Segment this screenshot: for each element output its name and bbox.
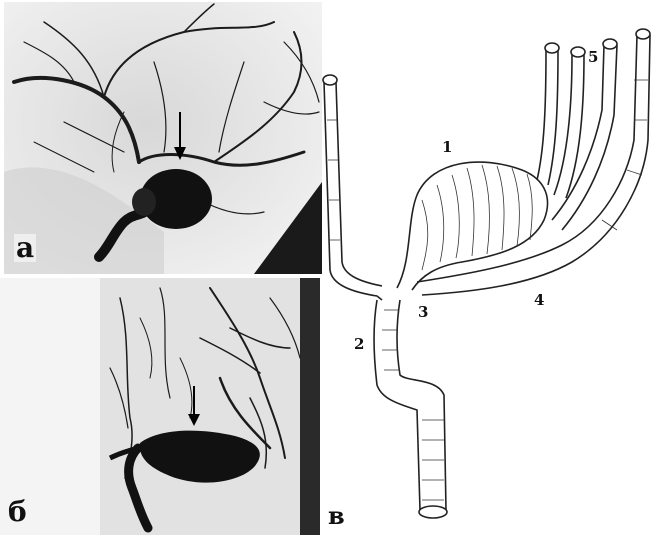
label-junction: 3	[418, 305, 428, 320]
dark-edge	[300, 278, 320, 535]
vessel-schematic	[322, 0, 657, 535]
label-left-vessel: 2	[354, 337, 364, 352]
angiogram-lateral-image: а	[4, 2, 322, 274]
panel-label-b: б	[8, 498, 27, 526]
angiogram-frontal-drawing	[0, 278, 320, 535]
panel-label-c: в	[328, 504, 345, 528]
label-aneurysm: 1	[442, 140, 452, 155]
label-upper-branches: 5	[588, 50, 598, 65]
schematic-drawing: 1 2 3 4 5 в	[322, 0, 657, 535]
angiogram-frontal-image: б	[0, 278, 320, 535]
panel-label-a: а	[14, 234, 36, 262]
label-lower-branch: 4	[534, 293, 544, 308]
angiogram-lateral-drawing	[4, 2, 322, 274]
vessel-outlines	[323, 29, 650, 518]
hatching	[327, 80, 648, 500]
